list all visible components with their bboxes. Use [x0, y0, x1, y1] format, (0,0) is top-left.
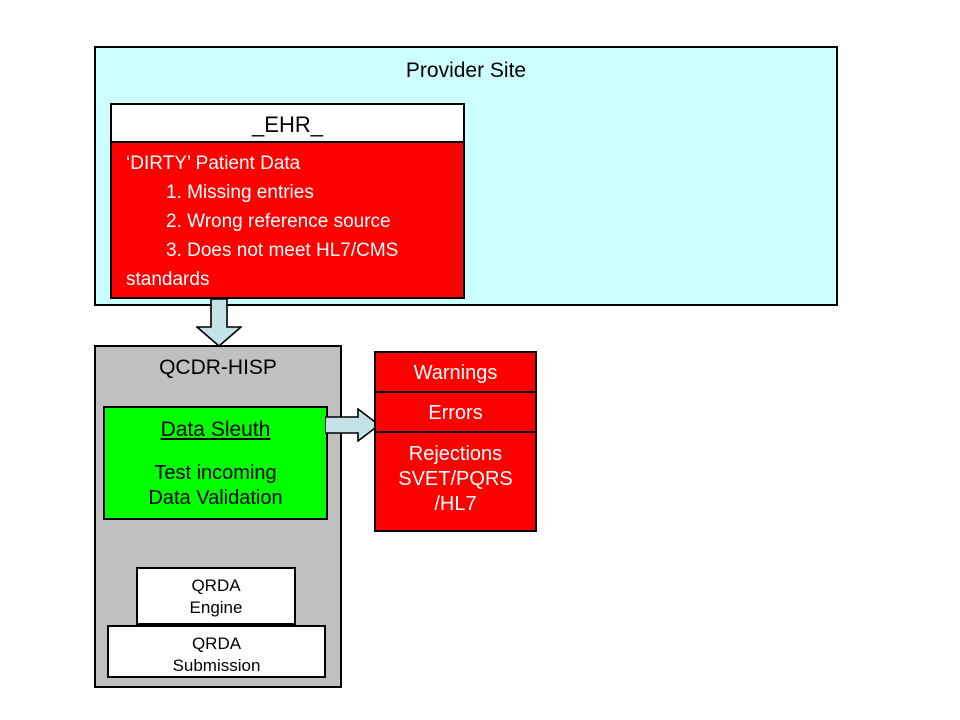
- data-sleuth-subtitle-line-1: Test incoming: [154, 462, 277, 484]
- qcdr-hisp-title: QCDR-HISP: [159, 356, 277, 379]
- dirty-data-item-2: 2. Wrong reference source: [166, 211, 391, 232]
- data-sleuth-title: Data Sleuth: [160, 418, 271, 441]
- down-arrow-icon: [196, 299, 242, 347]
- qrda-engine-line-2: Engine: [189, 598, 243, 617]
- qrda-engine-label: QRDA Engine: [138, 575, 294, 619]
- qrda-engine-box: QRDA Engine: [136, 567, 296, 625]
- rejections-line-1: Rejections: [408, 443, 503, 465]
- data-sleuth-subtitle-line-2: Data Validation: [148, 487, 283, 509]
- dirty-patient-data-box: ‘DIRTY’ Patient Data 1. Missing entries …: [110, 143, 465, 299]
- data-sleuth-box: Data Sleuth Test incoming Data Validatio…: [103, 406, 328, 520]
- rejections-section: Rejections SVET/PQRS /HL7: [376, 433, 535, 530]
- data-sleuth-subtitle: Test incoming Data Validation: [105, 461, 326, 511]
- ehr-label: _EHR_: [252, 112, 323, 137]
- rejections-line-2: SVET/PQRS: [398, 468, 513, 490]
- warnings-section: Warnings: [376, 353, 535, 393]
- qrda-submission-label: QRDA Submission: [109, 633, 324, 677]
- qrda-submission-line-2: Submission: [172, 656, 261, 675]
- dirty-data-heading: ‘DIRTY’ Patient Data: [126, 153, 301, 174]
- ehr-box: _EHR_: [110, 103, 465, 143]
- errors-section: Errors: [376, 393, 535, 433]
- dirty-data-item-1: 1. Missing entries: [166, 182, 314, 203]
- qrda-submission-box: QRDA Submission: [107, 625, 326, 678]
- provider-site-title: Provider Site: [405, 59, 527, 82]
- qrda-submission-line-1: QRDA: [191, 634, 242, 653]
- right-arrow-icon: [325, 408, 380, 442]
- qrda-engine-line-1: QRDA: [191, 576, 241, 595]
- dirty-data-item-3-continued: standards: [126, 269, 210, 290]
- dirty-data-item-3: 3. Does not meet HL7/CMS: [166, 240, 399, 261]
- rejections-line-3: /HL7: [434, 493, 477, 515]
- messages-box: Warnings Errors Rejections SVET/PQRS /HL…: [374, 351, 537, 532]
